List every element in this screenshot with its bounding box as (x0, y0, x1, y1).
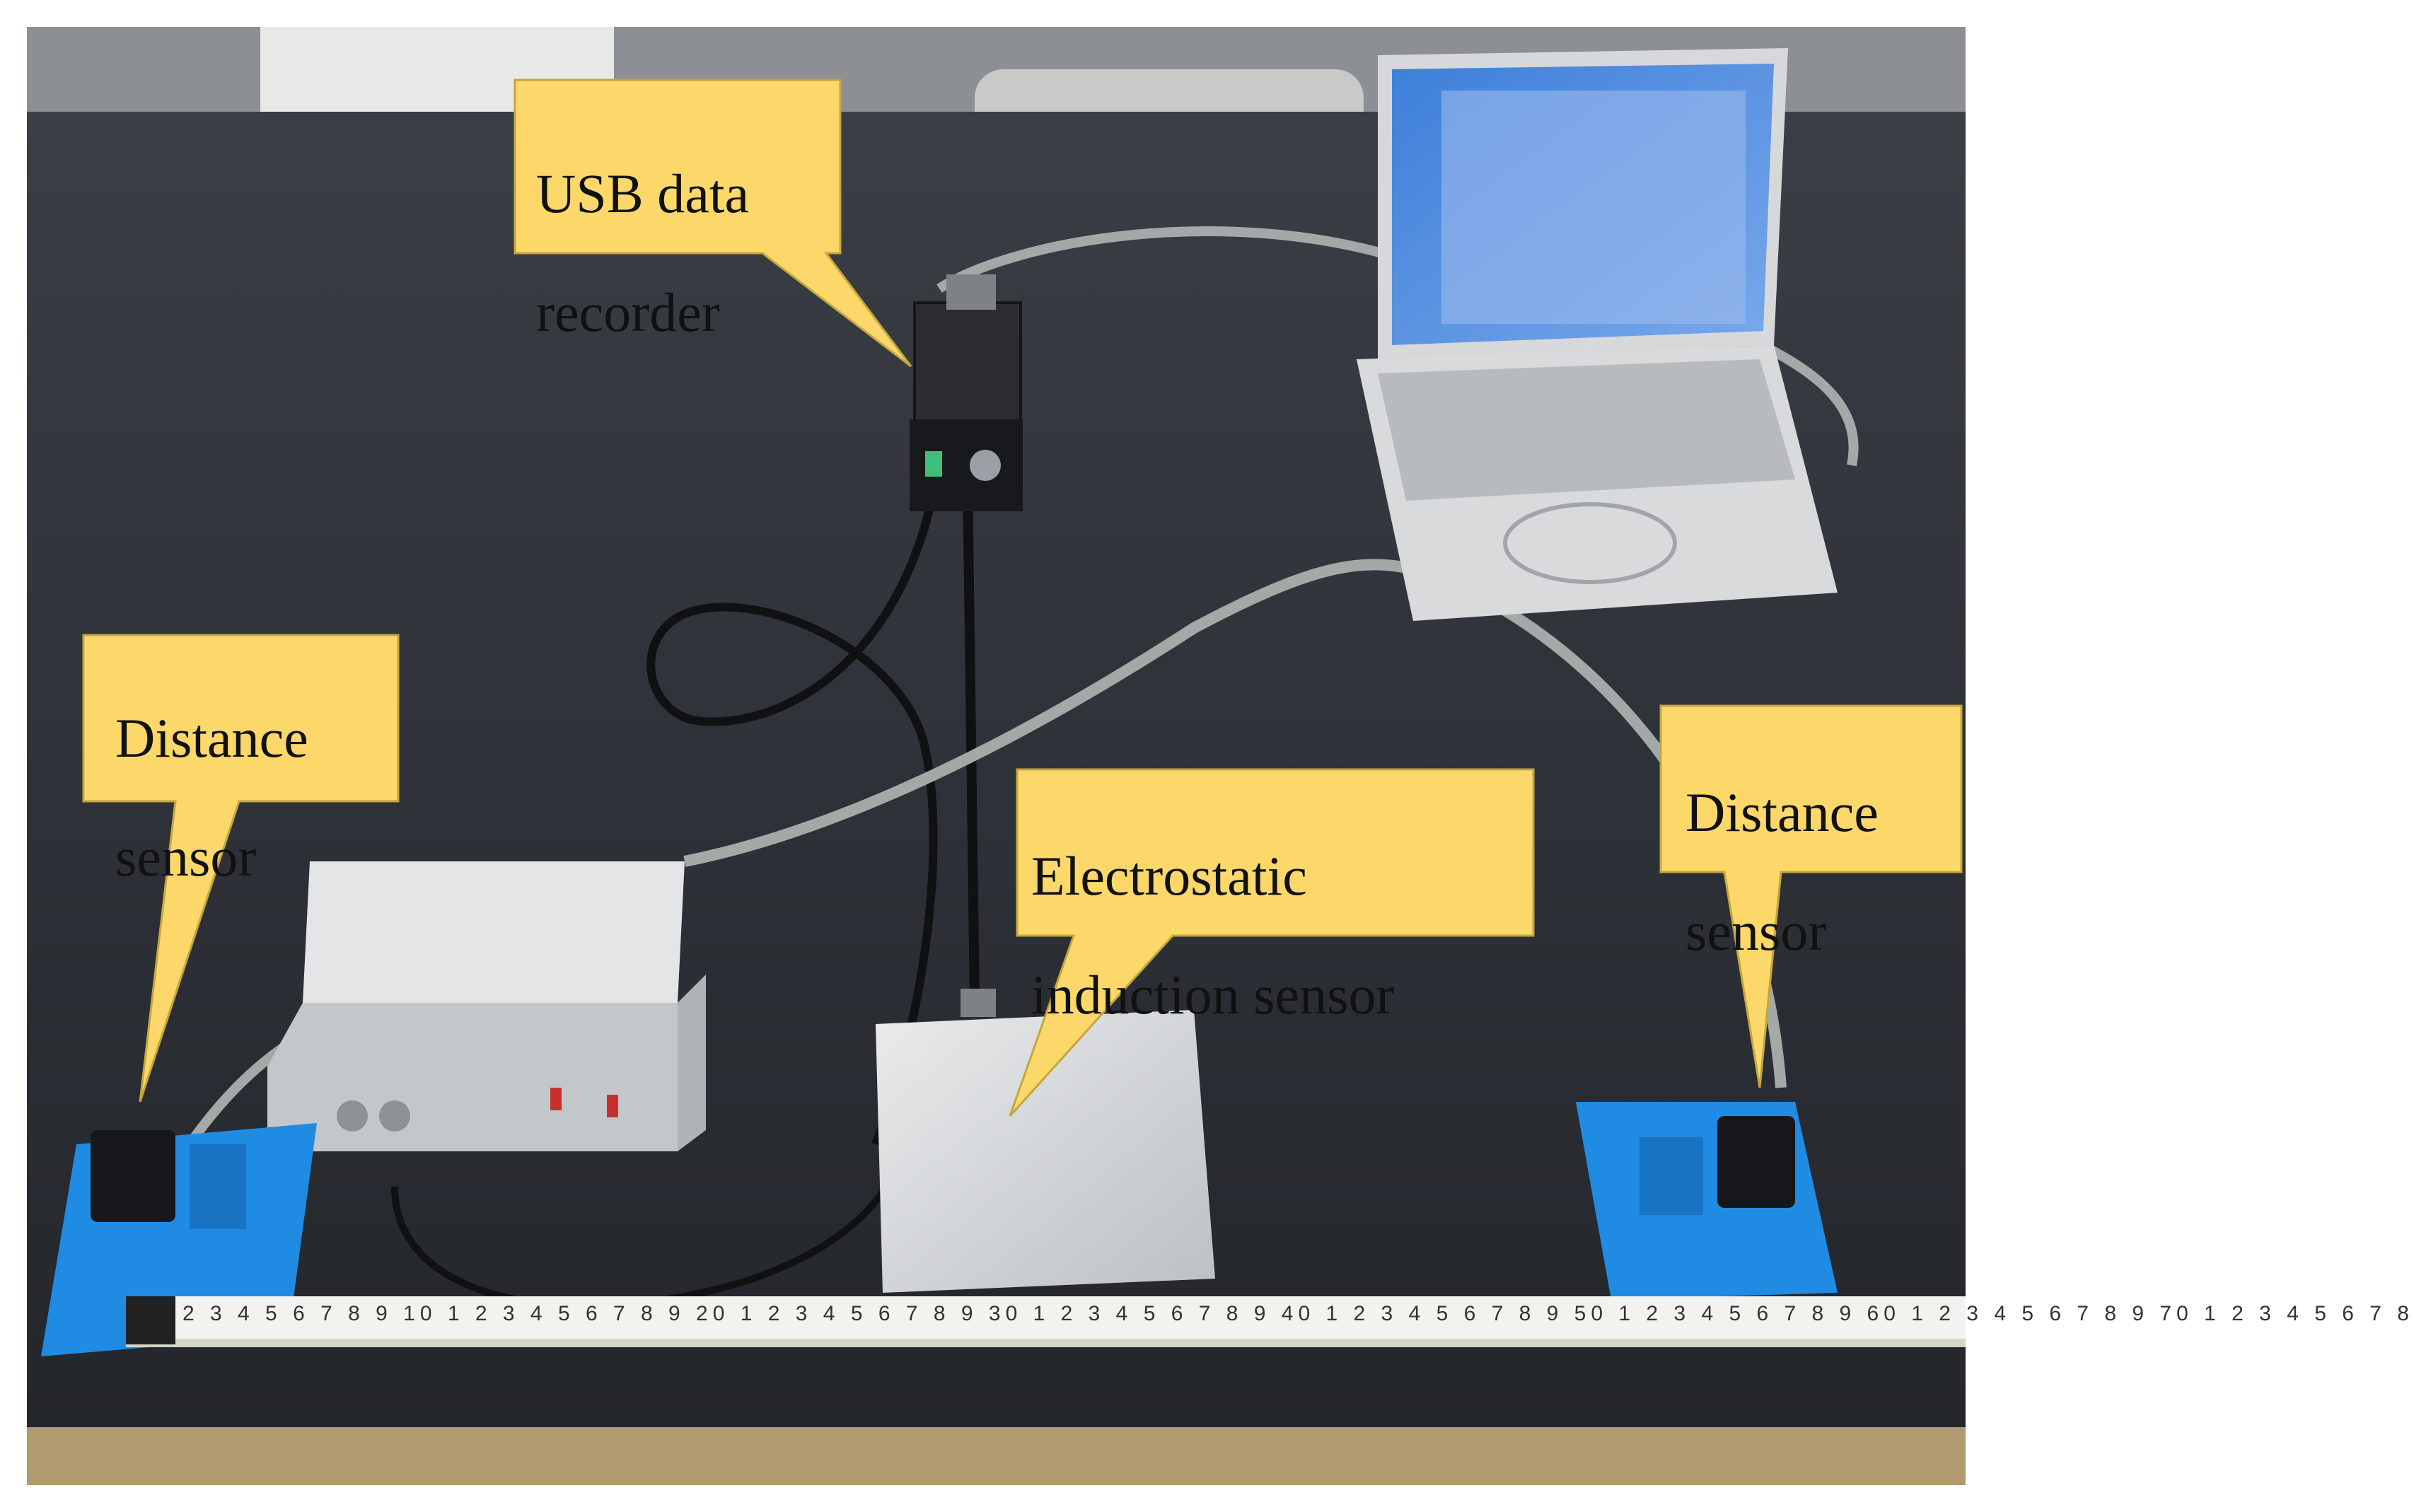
tape-measure-digits: 2 3 4 5 6 7 8 9 10 1 2 3 4 5 6 7 8 9 20 … (182, 1302, 2414, 1325)
callout-electrostatic-line2: induction sensor (1031, 964, 1395, 1025)
callout-usb-recorder-bubble (513, 78, 912, 368)
callout-distance-left-line1: Distance (115, 707, 308, 769)
callout-usb-recorder-line2: recorder (536, 281, 720, 343)
laptop (1357, 48, 1838, 621)
callout-electrostatic-line1: Electrostatic (1031, 845, 1307, 907)
callout-usb-recorder-line1: USB data (536, 163, 750, 224)
cable-recorder-loop (646, 458, 944, 1146)
tape-measure (126, 1296, 1966, 1347)
callout-distance-left-bubble (82, 634, 400, 1103)
callout-distance-left-line2: sensor (115, 826, 257, 888)
usb-data-recorder-device (910, 274, 1023, 511)
callout-distance-left-text: Distance sensor (115, 649, 308, 946)
callout-usb-recorder-text: USB data recorder (536, 105, 749, 402)
electrostatic-sensor-box (876, 989, 1215, 1293)
callout-distance-right-bubble (1659, 704, 1963, 1088)
callout-distance-right-text: Distance sensor (1685, 723, 1879, 1020)
callout-electrostatic-text: Electrostatic induction sensor (1031, 787, 1394, 1084)
cable-recorder-sensor (963, 479, 980, 1004)
right-distance-sensor (1576, 1102, 1838, 1300)
callout-distance-right-line2: sensor (1685, 900, 1827, 962)
callout-electrostatic-bubble (1009, 768, 1535, 1117)
experiment-photo: USB data recorder Distance sensor Electr… (27, 27, 2414, 1485)
callout-distance-right-line1: Distance (1685, 781, 1879, 843)
amplifier-box (267, 861, 706, 1151)
